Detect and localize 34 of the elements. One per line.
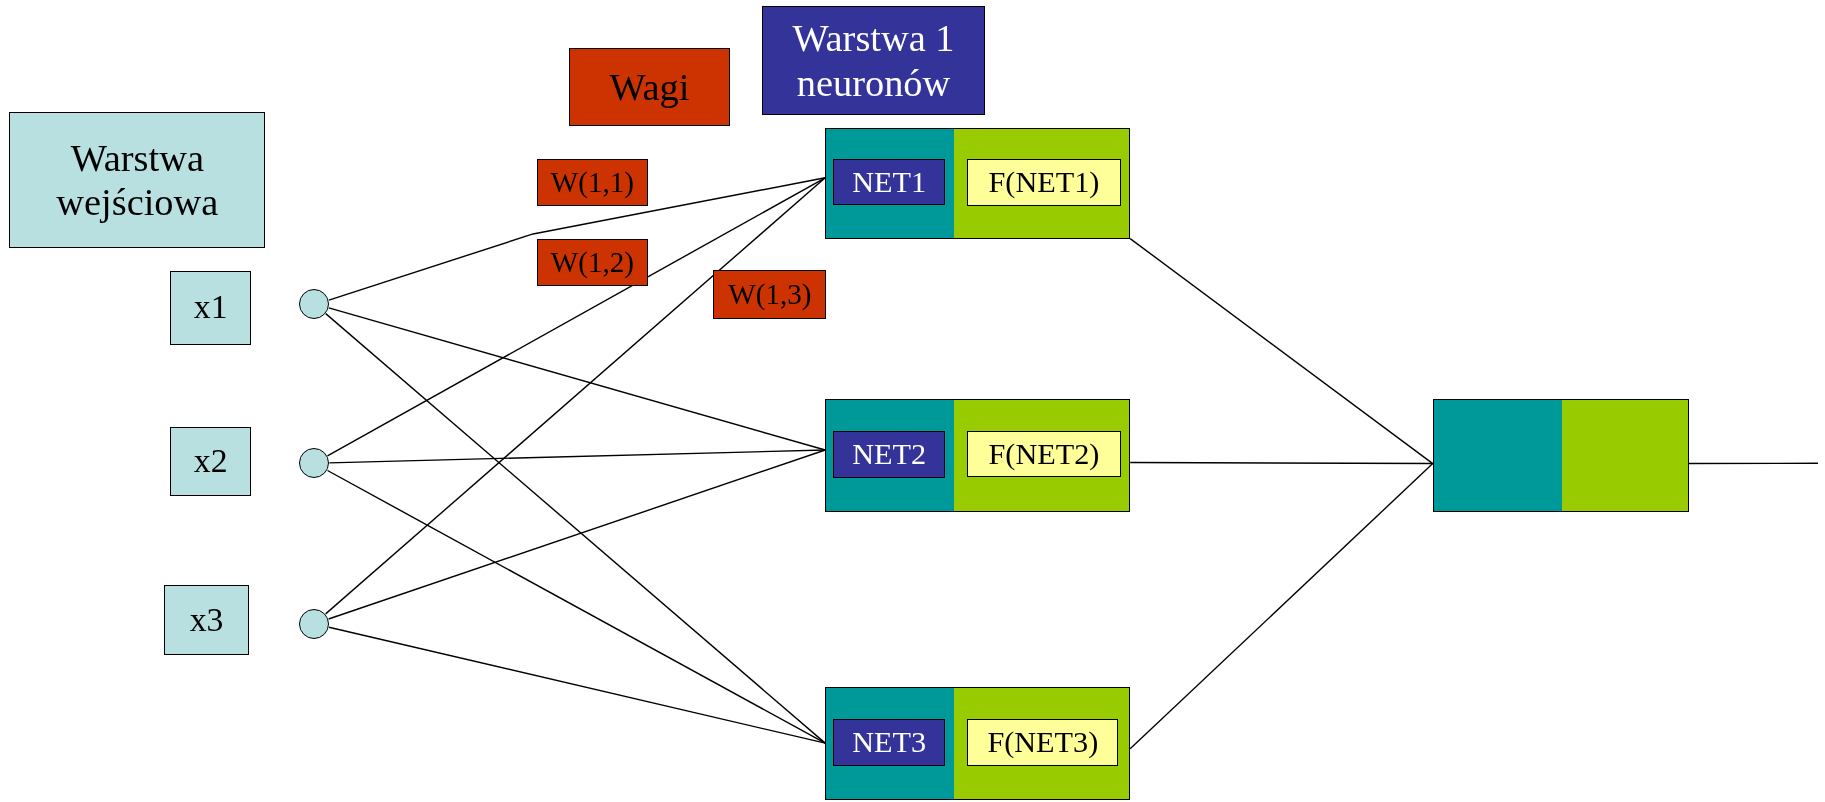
connector-line bbox=[327, 449, 826, 620]
net-box: NET1 bbox=[833, 159, 946, 205]
connector-line bbox=[1129, 461, 1434, 465]
connector-line bbox=[325, 312, 826, 744]
activation-box: F(NET1) bbox=[967, 159, 1121, 206]
connector-line bbox=[1129, 462, 1434, 750]
weight-label: W(1,1) bbox=[536, 159, 649, 206]
neuron-box bbox=[825, 399, 1131, 513]
net-box: NET2 bbox=[833, 430, 946, 479]
input-label: x2 bbox=[169, 427, 252, 496]
connector-line bbox=[328, 626, 826, 744]
connector-line bbox=[1129, 237, 1434, 465]
weight-label: W(1,2) bbox=[536, 238, 649, 287]
neuron-box bbox=[825, 686, 1131, 800]
connector-line bbox=[328, 449, 826, 464]
connector-line bbox=[328, 177, 826, 301]
input-node-circle bbox=[299, 288, 330, 319]
connector-line bbox=[1688, 462, 1819, 465]
neuron-box bbox=[825, 128, 1131, 239]
neuron-box bbox=[1432, 399, 1689, 513]
net-box: NET3 bbox=[833, 719, 946, 766]
connector-line bbox=[324, 177, 826, 615]
input-label: x1 bbox=[169, 271, 252, 345]
input-node-circle bbox=[299, 608, 330, 639]
weight-label: W(1,3) bbox=[713, 270, 827, 319]
connector-line bbox=[326, 469, 826, 744]
connector-line bbox=[326, 177, 826, 457]
layer-label: Warstwa 1 neuronów bbox=[762, 5, 985, 116]
layer-label: Warstwa wejściowa bbox=[9, 111, 266, 248]
activation-box: F(NET2) bbox=[967, 430, 1121, 478]
weights-label: Wagi bbox=[569, 47, 730, 126]
input-label: x3 bbox=[164, 585, 250, 656]
activation-box: F(NET3) bbox=[967, 719, 1119, 766]
input-node-circle bbox=[299, 448, 330, 479]
